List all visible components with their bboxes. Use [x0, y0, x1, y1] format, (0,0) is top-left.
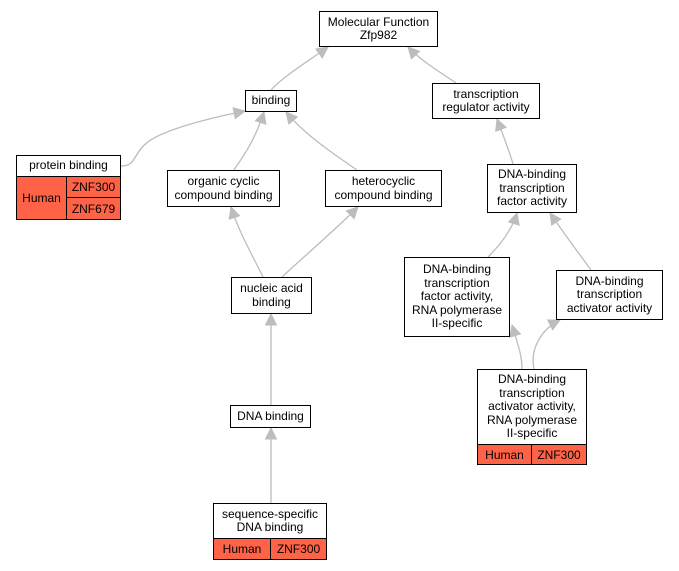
- arrowhead-nab-hcb: [345, 206, 359, 220]
- gene-cell[interactable]: ZNF300: [66, 176, 121, 198]
- edge-nab-hcb: [281, 206, 359, 278]
- arrowhead-prot-bind: [232, 107, 247, 120]
- term-node-dtf2[interactable]: DNA-binding transcription factor activit…: [404, 257, 510, 337]
- term-label: transcription regulator activity: [442, 86, 530, 114]
- term-label: DNA-binding transcription activator acti…: [486, 372, 578, 441]
- term-node-tra[interactable]: transcription regulator activity: [432, 83, 540, 119]
- term-label: DNA-binding transcription factor activit…: [496, 167, 568, 209]
- edge-prot-bind: [120, 110, 246, 167]
- term-label: Molecular Function Zfp982: [327, 14, 430, 42]
- gene-cell[interactable]: ZNF300: [531, 444, 587, 465]
- arrowhead-dtaa-dtf: [549, 212, 562, 227]
- term-label: DNA-binding transcription factor activit…: [411, 262, 503, 331]
- term-label: DNA-binding transcription activator acti…: [566, 273, 653, 315]
- arrowhead-nab-ocb: [228, 205, 241, 220]
- term-label: nucleic acid binding: [240, 281, 303, 309]
- arrowhead-bind-mf: [314, 46, 329, 59]
- term-node-mf[interactable]: Molecular Function Zfp982: [319, 11, 438, 47]
- term-node-bind[interactable]: binding: [245, 90, 297, 112]
- arrowhead-ocb-bind: [254, 110, 267, 125]
- arrowhead-ssdb-dnab: [264, 426, 278, 440]
- term-label: heterocyclic compound binding: [334, 174, 433, 202]
- term-node-prot[interactable]: protein binding: [16, 155, 121, 177]
- term-label: sequence-specific DNA binding: [221, 506, 319, 534]
- term-node-dnab[interactable]: DNA binding: [230, 405, 311, 428]
- term-node-ssdb[interactable]: sequence-specific DNA binding: [213, 503, 327, 539]
- species-cell: Human: [477, 444, 532, 465]
- arrowhead-dtaa2-dtaa: [546, 319, 562, 331]
- arrowhead-dtf2-dtf: [507, 211, 520, 226]
- arrowhead-dnab-nab: [264, 312, 278, 326]
- term-node-hcb[interactable]: heterocyclic compound binding: [325, 170, 442, 207]
- edge-dtaa2-dtaa: [532, 319, 561, 370]
- term-label: DNA binding: [237, 408, 304, 423]
- gene-cell[interactable]: ZNF300: [270, 538, 327, 560]
- arrowhead-dtaa2-dtf2: [509, 323, 522, 338]
- term-label: organic cyclic compound binding: [174, 174, 273, 202]
- arrowhead-tra-mf: [407, 46, 421, 60]
- term-node-nab[interactable]: nucleic acid binding: [231, 277, 312, 314]
- arrowhead-hcb-bind: [285, 111, 299, 125]
- term-node-ocb[interactable]: organic cyclic compound binding: [167, 170, 280, 207]
- arrowhead-dtf-tra: [495, 117, 507, 132]
- term-node-dtaa2[interactable]: DNA-binding transcription activator acti…: [477, 369, 587, 445]
- species-cell: Human: [213, 538, 271, 560]
- term-node-dtf[interactable]: DNA-binding transcription factor activit…: [487, 164, 577, 213]
- edge-hcb-bind: [285, 111, 358, 171]
- term-label: binding: [251, 93, 291, 108]
- species-cell: Human: [16, 176, 67, 220]
- term-node-dtaa[interactable]: DNA-binding transcription activator acti…: [556, 270, 663, 320]
- term-label: protein binding: [29, 158, 108, 173]
- gene-cell[interactable]: ZNF679: [66, 197, 121, 220]
